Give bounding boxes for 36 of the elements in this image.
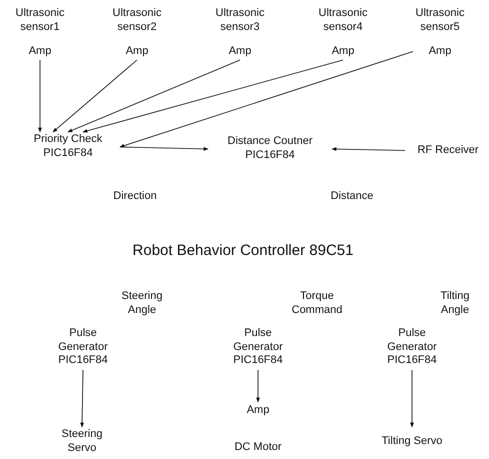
arrow (410, 370, 414, 428)
arrow (52, 60, 138, 132)
block-label: Pulse Generator PIC16F84 (43, 326, 123, 369)
block-label: Ultrasonic sensor2 (99, 6, 175, 36)
block-label: Pulse Generator PIC16F84 (372, 326, 452, 369)
block-label: Ultrasonic sensor1 (2, 6, 78, 36)
signal-label: Steering Angle (120, 290, 164, 318)
signal-label: Distance (330, 190, 374, 204)
block-label: Steering Servo (47, 428, 117, 456)
block-label: Distance Coutner PIC16F84 (210, 135, 330, 163)
block-label: Ultrasonic sensor5 (402, 6, 478, 36)
block-label: Ultrasonic sensor3 (202, 6, 278, 36)
arrow (80, 370, 84, 428)
arrow (256, 370, 260, 402)
arrow (82, 60, 344, 133)
block-label: Amp (112, 44, 162, 59)
block-label: Robot Behavior Controller 89C51 (128, 232, 358, 270)
block-label: DC Motor (218, 440, 298, 455)
block-label: Amp (318, 44, 368, 59)
signal-label: Tilting Angle (440, 290, 470, 318)
block-label: RF Receiver (407, 143, 489, 158)
block-label: Amp (15, 44, 65, 59)
block-label: Pulse Generator PIC16F84 (218, 326, 298, 369)
block-label: Amp (415, 44, 465, 59)
arrow (120, 51, 414, 148)
block-label: Tilting Servo (377, 428, 447, 456)
block-label: Priority Check PIC16F84 (18, 133, 118, 161)
arrow (332, 147, 406, 151)
block-label: Ultrasonic sensor4 (305, 6, 381, 36)
signal-label: Torque Command (290, 290, 344, 318)
block-label: Amp (215, 44, 265, 59)
arrow (120, 146, 208, 151)
arrow (38, 60, 42, 132)
block-label: Amp (238, 403, 278, 418)
signal-label: Direction (112, 190, 158, 204)
arrow (68, 60, 240, 132)
